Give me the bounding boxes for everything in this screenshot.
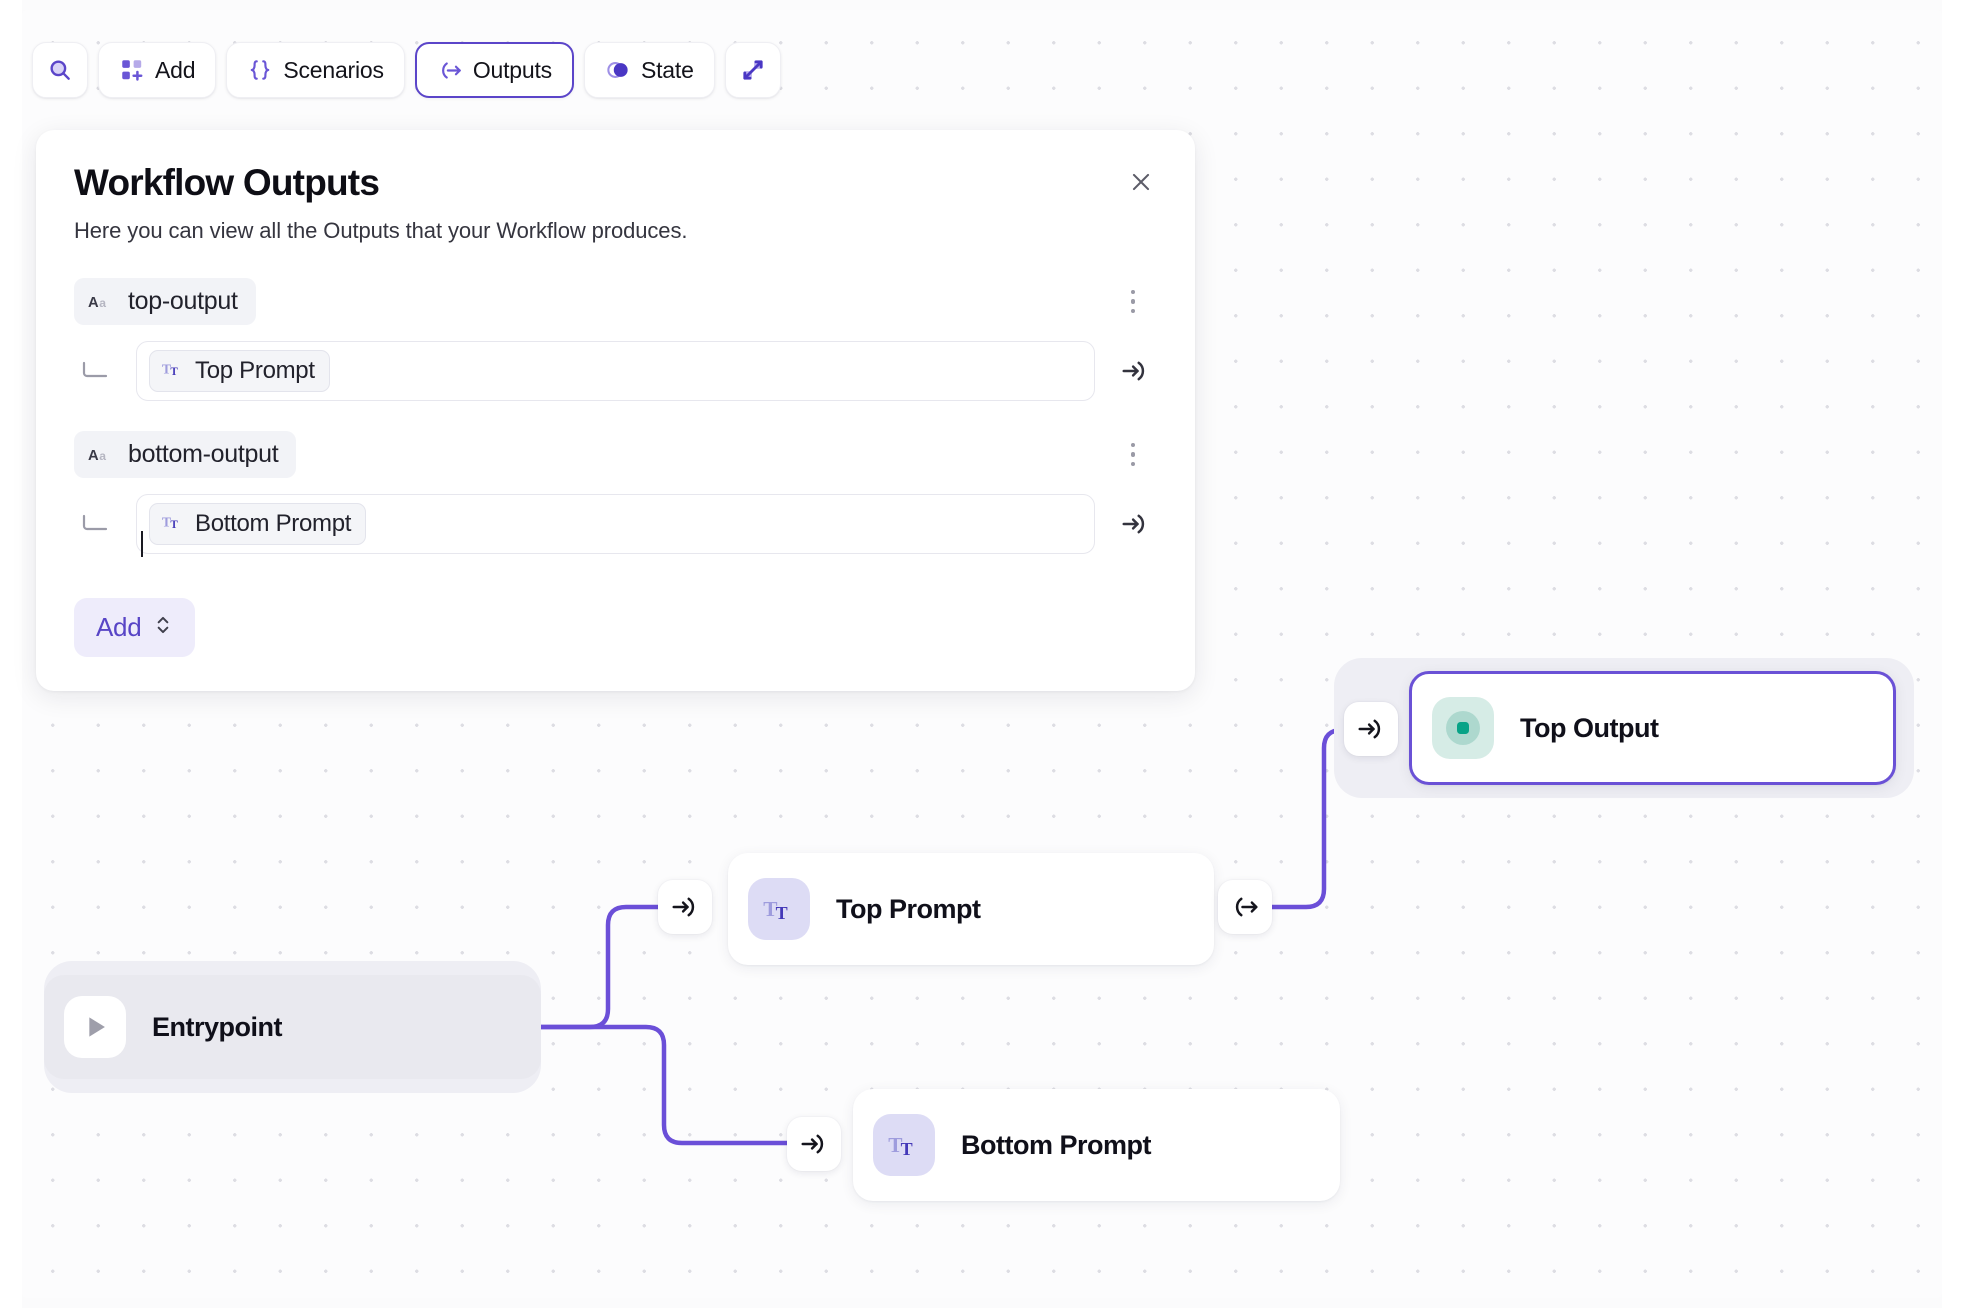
- node-bottom-prompt[interactable]: T T Bottom Prompt: [853, 1089, 1340, 1201]
- typography-icon: T T: [748, 878, 810, 940]
- close-icon[interactable]: [1121, 162, 1161, 202]
- svg-text:A: A: [88, 448, 99, 464]
- state-button-label: State: [640, 56, 694, 83]
- svg-text:T: T: [763, 897, 777, 921]
- output-value-row: T T Bottom Prompt: [74, 494, 1157, 557]
- node-entrypoint[interactable]: Entrypoint: [44, 975, 541, 1079]
- output-group: A a bottom-output: [74, 431, 1157, 557]
- output-square-icon: [1432, 697, 1494, 759]
- port-top-prompt-in[interactable]: [658, 880, 712, 934]
- panel-description: Here you can view all the Outputs that y…: [74, 218, 688, 243]
- node-reference-label: Bottom Prompt: [195, 510, 352, 537]
- expand-arrows-icon: [740, 57, 766, 83]
- node-reference-label: Top Prompt: [195, 357, 315, 384]
- port-top-output-in[interactable]: [1344, 702, 1398, 756]
- add-output-label: Add: [96, 612, 142, 642]
- scenarios-button[interactable]: Scenarios: [226, 42, 405, 98]
- svg-text:T: T: [162, 361, 171, 376]
- search-button[interactable]: [32, 42, 88, 98]
- expand-button[interactable]: [724, 42, 781, 98]
- node-label: Top Output: [1520, 712, 1659, 743]
- add-output-button[interactable]: Add: [74, 598, 196, 657]
- play-icon: [64, 996, 126, 1058]
- svg-text:T: T: [888, 1133, 902, 1157]
- node-reference-chip[interactable]: T T Top Prompt: [149, 350, 330, 392]
- kebab-menu-icon[interactable]: [1113, 435, 1153, 475]
- node-label: Bottom Prompt: [961, 1129, 1151, 1160]
- svg-text:T: T: [901, 1139, 913, 1159]
- output-value-row: T T Top Prompt: [74, 341, 1157, 401]
- chevron-up-down-icon: [153, 613, 173, 642]
- outputs-button-label: Outputs: [472, 56, 552, 83]
- search-icon: [47, 57, 73, 83]
- output-group: A a top-output: [74, 278, 1157, 401]
- editor-toolbar: Add Scenarios Outputs: [32, 42, 781, 98]
- output-value-field[interactable]: T T Bottom Prompt: [136, 494, 1095, 557]
- output-group-header: A a bottom-output: [74, 431, 1157, 478]
- scenarios-button-label: Scenarios: [283, 56, 384, 83]
- kebab-menu-icon[interactable]: [1113, 282, 1153, 322]
- text-caret: [141, 531, 143, 557]
- node-label: Top Prompt: [836, 893, 981, 924]
- canvas-right-margin: [1942, 0, 1964, 1308]
- svg-text:T: T: [170, 519, 178, 531]
- output-value-field[interactable]: T T Top Prompt: [136, 341, 1095, 401]
- svg-text:T: T: [170, 366, 178, 378]
- svg-text:T: T: [162, 514, 171, 529]
- workflow-outputs-panel: Workflow Outputs Here you can view all t…: [36, 130, 1195, 691]
- tree-elbow-icon: [74, 357, 118, 385]
- svg-text:A: A: [88, 295, 99, 311]
- node-reference-chip[interactable]: T T Bottom Prompt: [149, 503, 367, 545]
- state-button[interactable]: State: [583, 42, 715, 98]
- port-bottom-prompt-in[interactable]: [787, 1117, 841, 1171]
- text-type-icon: A a: [88, 445, 114, 465]
- canvas-left-margin: [0, 0, 22, 1308]
- svg-text:a: a: [99, 449, 106, 463]
- arrow-out-icon: [437, 57, 463, 83]
- output-name-value: top-output: [128, 287, 238, 315]
- port-top-prompt-out[interactable]: [1218, 880, 1272, 934]
- node-top-prompt[interactable]: T T Top Prompt: [728, 853, 1214, 965]
- svg-text:T: T: [776, 903, 788, 923]
- add-button-label: Add: [155, 56, 196, 83]
- typography-icon: T T: [161, 358, 185, 385]
- tree-elbow-icon: [74, 510, 118, 538]
- venn-circles-icon: [605, 57, 631, 83]
- page-title: Workflow Outputs: [74, 162, 380, 203]
- output-name-input[interactable]: A a top-output: [74, 278, 256, 325]
- node-label: Entrypoint: [152, 1011, 283, 1042]
- add-button[interactable]: Add: [98, 42, 217, 98]
- output-name-input[interactable]: A a bottom-output: [74, 431, 297, 478]
- output-group-header: A a top-output: [74, 278, 1157, 325]
- output-port-icon[interactable]: [1113, 509, 1157, 539]
- node-top-output[interactable]: Top Output: [1409, 671, 1896, 785]
- typography-icon: T T: [873, 1114, 935, 1176]
- text-type-icon: A a: [88, 292, 114, 312]
- output-port-icon[interactable]: [1113, 356, 1157, 386]
- grid-plus-icon: [119, 57, 145, 83]
- outputs-button[interactable]: Outputs: [414, 42, 574, 98]
- output-name-value: bottom-output: [128, 440, 279, 468]
- svg-text:a: a: [99, 296, 106, 310]
- typography-icon: T T: [161, 511, 185, 538]
- braces-icon: [247, 57, 273, 83]
